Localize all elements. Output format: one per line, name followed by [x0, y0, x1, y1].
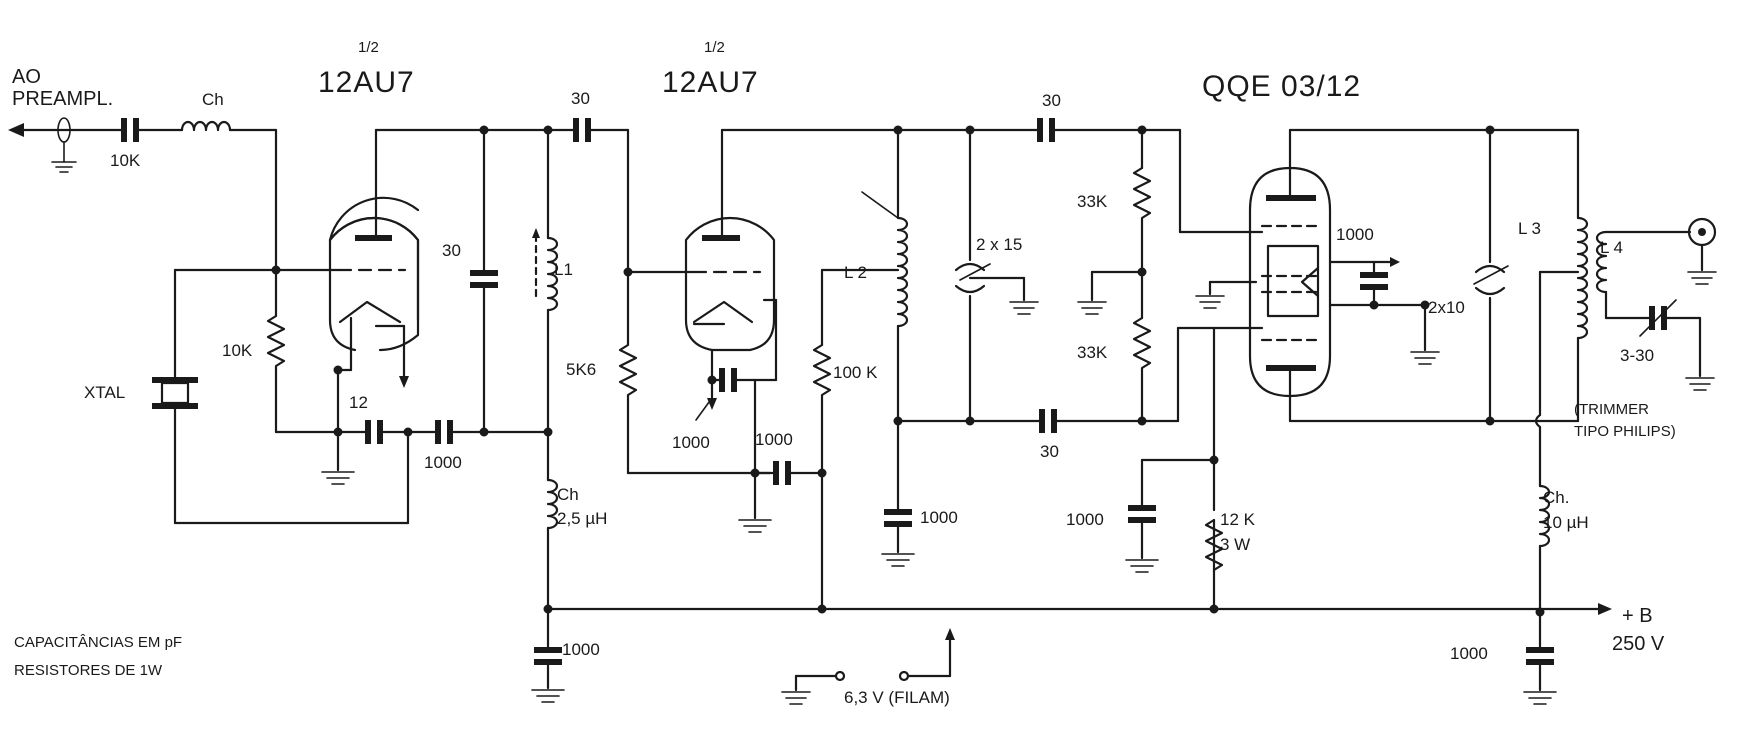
label-trim-note2: TIPO PHILIPS) [1574, 423, 1676, 440]
label-c1000-b: 1000 [562, 640, 600, 659]
resistor-5k6 [618, 270, 638, 475]
label-ch25-val: 2,5 µH [557, 509, 607, 528]
output-label-line1: AO [12, 66, 41, 88]
tube2-fraction: 1/2 [704, 39, 725, 56]
label-trim-val: 3-30 [1620, 346, 1654, 365]
label-l2: L 2 [844, 263, 867, 282]
tube2-type: 12AU7 [662, 66, 759, 99]
label-c1000-scr: 1000 [1336, 225, 1374, 244]
label-l3: L 3 [1518, 219, 1541, 238]
note-resistors: RESISTORES DE 1W [14, 662, 163, 679]
resistor-33k-b [1132, 316, 1152, 423]
label-r12k-w: 3 W [1220, 535, 1250, 554]
crystal [160, 381, 190, 405]
label-c30-couple1: 30 [571, 89, 590, 108]
label-trim-note1: (TRIMMER [1574, 401, 1649, 418]
label-b-volt: 250 V [1612, 633, 1665, 655]
resistor-12k-3w [1204, 518, 1224, 572]
label-c1000-f: 1000 [1450, 644, 1488, 663]
label-c1000-c: 1000 [755, 430, 793, 449]
label-c1000-cath: 1000 [672, 433, 710, 452]
choke-2-5uh [546, 478, 559, 530]
label-c12: 12 [349, 393, 368, 412]
tube-v3 [1248, 128, 1332, 423]
label-c30-bot: 30 [1040, 442, 1059, 461]
label-l4: L 4 [1600, 238, 1623, 257]
label-ch-out: Ch [202, 90, 224, 109]
choke-10uh [1538, 484, 1551, 548]
label-c2x15: 2 x 15 [976, 235, 1022, 254]
label-c-out: 10K [110, 151, 141, 170]
inductor-l2 [896, 216, 909, 328]
label-l1: L1 [554, 260, 573, 279]
label-ch25: Ch [557, 485, 579, 504]
label-r33k-b: 33K [1077, 343, 1108, 362]
label-b-plus: + B [1622, 605, 1653, 627]
label-r33k-a: 33K [1077, 192, 1108, 211]
resistor-grid1 [266, 268, 286, 434]
label-r-grid1: 10K [222, 341, 253, 360]
tube1-type: 12AU7 [318, 66, 415, 99]
label-c30-tank1: 30 [442, 241, 461, 260]
label-c1000-e: 1000 [1066, 510, 1104, 529]
tube-v1 [328, 128, 420, 388]
inductor-l4 [1595, 230, 1608, 294]
label-c1000-a: 1000 [424, 453, 462, 472]
note-capacitance: CAPACITÂNCIAS EM pF [14, 634, 182, 651]
label-ch10: Ch. [1543, 488, 1569, 507]
label-xtal: XTAL [84, 383, 125, 402]
inductor-l3 [1576, 216, 1589, 340]
label-r100k: 100 K [833, 363, 878, 382]
tube-v2 [684, 128, 778, 352]
label-c30-top: 30 [1042, 91, 1061, 110]
output-stage [8, 117, 278, 272]
resistor-100k [812, 343, 832, 475]
output-label-line2: PREAMPL. [12, 88, 113, 110]
label-r12k: 12 K [1220, 510, 1256, 529]
label-ch10-val: 10 µH [1543, 513, 1589, 532]
label-filament: 6,3 V (FILAM) [844, 688, 950, 707]
inductor-l1 [546, 236, 559, 312]
tube3-type: QQE 03/12 [1202, 70, 1361, 103]
label-c2x10: 2x10 [1428, 298, 1465, 317]
resistor-33k-a [1132, 166, 1152, 274]
label-r5k6: 5K6 [566, 360, 596, 379]
tube1-fraction: 1/2 [358, 39, 379, 56]
label-c1000-d: 1000 [920, 508, 958, 527]
